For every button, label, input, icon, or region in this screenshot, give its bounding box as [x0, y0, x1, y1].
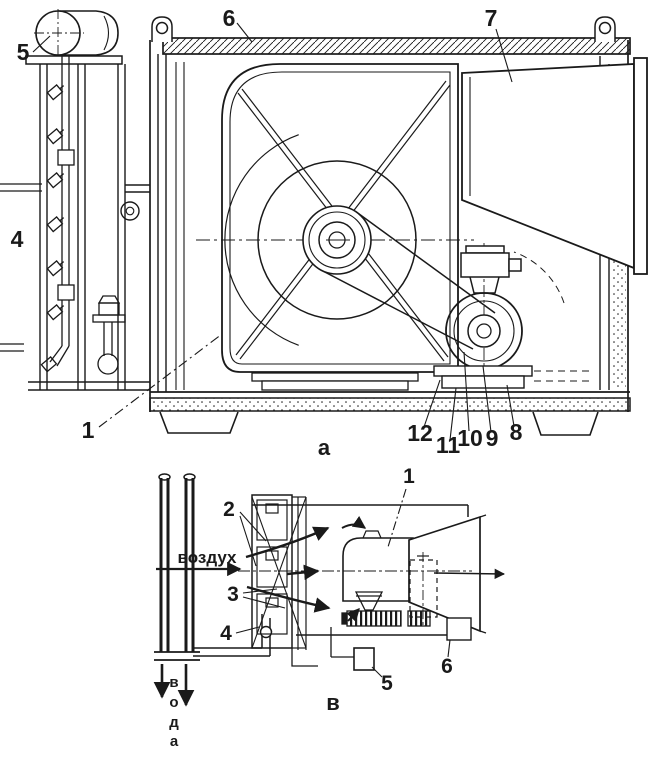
callout-7-label: 7: [485, 5, 498, 31]
air-flow-label: воздух: [178, 548, 237, 567]
casing-left-wall: [120, 40, 185, 412]
electric-motor: [433, 243, 592, 389]
figure-b-caption: в: [326, 690, 340, 715]
outlet-air-arrow: [433, 568, 506, 580]
discharge-diffuser: [461, 57, 648, 275]
lifting-eye-right: [594, 16, 616, 42]
callout-b3-label: 3: [227, 583, 239, 606]
callout-9-label: 9: [486, 425, 499, 451]
callout-12-label: 12: [407, 420, 433, 446]
hidden-arc: [513, 251, 565, 304]
control-box: [330, 627, 375, 671]
roof-panel: [162, 37, 631, 55]
water-supply-stubs: [0, 183, 42, 352]
figure-a-drawing: [0, 9, 648, 441]
callout-1-label: 1: [82, 417, 95, 443]
air-flow-arrows: [156, 515, 367, 623]
drive-pulley: [302, 205, 372, 275]
water-risers: [153, 473, 200, 707]
diffuser-support: [446, 617, 472, 641]
fan-scroll-housing: [196, 63, 496, 373]
callout-6-label: 6: [223, 5, 236, 31]
callout-b4-label: 4: [220, 622, 232, 645]
callout-b2-label: 2: [223, 498, 235, 521]
spray-nozzles: [40, 84, 65, 373]
fan-box: [342, 530, 414, 602]
unit-enclosure: [252, 504, 469, 636]
figure-b-leaders: [235, 488, 451, 678]
callout-b1-label: 1: [403, 465, 415, 488]
heater-braces: [251, 496, 307, 649]
lifting-eye-left: [151, 16, 173, 42]
air-centerline: [238, 568, 506, 580]
callout-b6-label: 6: [441, 655, 453, 678]
callout-5-label: 5: [17, 39, 30, 65]
outlet-diffuser: [408, 514, 487, 641]
water-letter-1: в: [169, 674, 178, 691]
figure-a-labels: 5 4 1 6 7 12 11 10 9 8 а: [11, 5, 523, 460]
callout-10-label: 10: [457, 425, 483, 451]
figure-a-caption: а: [318, 435, 331, 460]
figure-a-leaders: [32, 22, 515, 441]
water-flow-label: в о д а: [169, 674, 179, 750]
base-frame: [149, 372, 631, 436]
spray-pipe: [40, 20, 75, 373]
spray-frame: [25, 55, 150, 391]
heater-feed-pipe: [193, 614, 273, 657]
figure-b-drawing: [153, 473, 506, 707]
water-tank: [34, 9, 119, 57]
callout-4-label: 4: [11, 226, 24, 252]
water-letter-3: д: [169, 714, 179, 731]
terminal-box: [460, 245, 522, 294]
wall-fitting: [120, 201, 140, 221]
callout-11-label: 11: [436, 432, 461, 458]
v-belt: [318, 210, 496, 350]
callout-8-label: 8: [510, 419, 523, 445]
water-letter-2: о: [169, 694, 178, 711]
water-letter-4: а: [170, 733, 179, 750]
callout-b5-label: 5: [381, 672, 393, 695]
figure-b-labels: 1 2 3 4 5 6 воздух в в о д а: [169, 465, 453, 750]
motor-slide-rails: [433, 365, 592, 389]
valve-bolt: [92, 295, 126, 375]
spray-assembly: [341, 591, 431, 627]
